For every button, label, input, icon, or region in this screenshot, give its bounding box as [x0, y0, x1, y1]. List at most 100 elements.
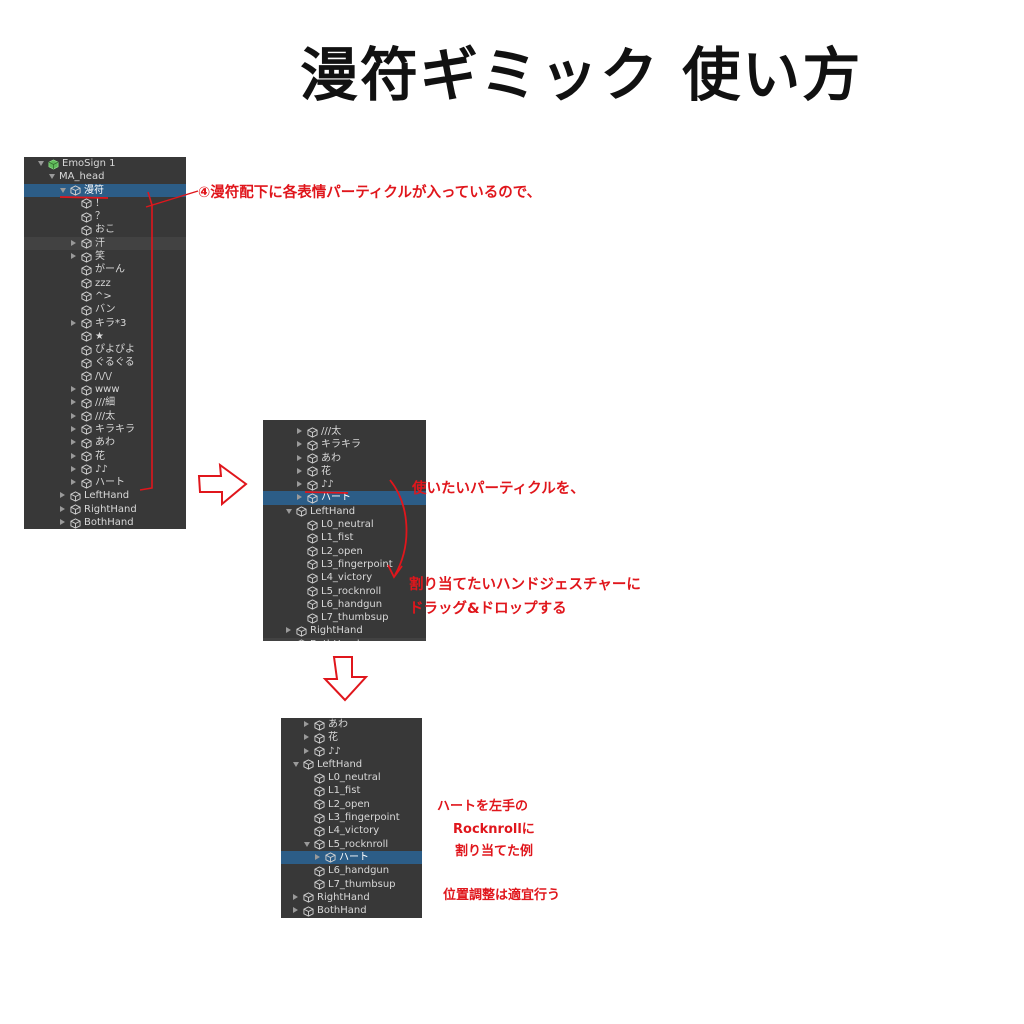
hierarchy-row[interactable]: キラキラ — [24, 423, 186, 436]
hierarchy-row[interactable]: ハート — [281, 850, 422, 865]
hierarchy-row[interactable]: RightHand — [263, 624, 426, 637]
hierarchy-row[interactable]: ^> — [24, 290, 186, 303]
hierarchy-row[interactable]: ♪♪ — [281, 745, 422, 758]
hierarchy-row[interactable]: ハート — [24, 476, 186, 489]
collapse-arrow-icon[interactable] — [315, 853, 320, 860]
hierarchy-row[interactable]: LeftHand — [24, 489, 186, 502]
hierarchy-row[interactable]: 漫符 — [24, 183, 186, 197]
hierarchy-row[interactable]: おこ — [24, 223, 186, 236]
hierarchy-row[interactable]: MA_head — [24, 170, 186, 183]
collapse-arrow-icon[interactable] — [297, 428, 302, 434]
collapse-arrow-icon[interactable] — [297, 454, 302, 461]
hierarchy-row[interactable]: L2_open — [281, 798, 422, 811]
hierarchy-row[interactable]: L2_open — [263, 545, 426, 558]
hierarchy-row[interactable]: ///細 — [24, 396, 186, 409]
hierarchy-row[interactable]: キラキラ — [263, 438, 426, 451]
hierarchy-row[interactable]: ！ — [24, 197, 186, 210]
hierarchy-row[interactable]: あわ — [281, 718, 422, 731]
collapse-arrow-icon[interactable] — [71, 479, 76, 486]
hierarchy-row[interactable]: ★ — [24, 330, 186, 343]
collapse-arrow-icon[interactable] — [297, 441, 302, 448]
hierarchy-row[interactable]: L4_victory — [281, 824, 422, 837]
expand-arrow-icon[interactable] — [49, 174, 55, 180]
collapse-arrow-icon[interactable] — [71, 253, 76, 260]
hierarchy-row[interactable]: ♪♪ — [24, 463, 186, 476]
collapse-arrow-icon[interactable] — [71, 399, 76, 406]
hierarchy-row[interactable]: L1_fist — [281, 784, 422, 797]
collapse-arrow-icon[interactable] — [71, 439, 76, 446]
hierarchy-row[interactable]: BothHand — [281, 904, 422, 917]
hierarchy-row[interactable]: /\/\/ — [24, 370, 186, 383]
hierarchy-row[interactable]: L3_fingerpoint — [263, 558, 426, 571]
hierarchy-row[interactable]: L3_fingerpoint — [281, 811, 422, 824]
expand-arrow-icon[interactable] — [60, 187, 66, 193]
expand-arrow-icon[interactable] — [293, 761, 299, 767]
hierarchy-row[interactable]: L0_neutral — [263, 518, 426, 531]
collapse-arrow-icon[interactable] — [304, 747, 309, 754]
hierarchy-row[interactable]: EmoSign 1 — [24, 157, 186, 170]
expand-arrow-icon[interactable] — [304, 841, 310, 847]
expand-arrow-icon[interactable] — [38, 161, 44, 166]
gameobject-cube-icon — [307, 559, 318, 571]
hierarchy-row[interactable]: L1_fist — [263, 531, 426, 544]
hierarchy-row[interactable]: キラ*3 — [24, 317, 186, 330]
hierarchy-row[interactable]: ？ — [24, 210, 186, 223]
hierarchy-row[interactable]: LeftHand — [263, 505, 426, 518]
hierarchy-row[interactable]: L6_handgun — [281, 864, 422, 877]
collapse-arrow-icon[interactable] — [71, 452, 76, 459]
hierarchy-row[interactable]: L5_rocknroll — [281, 838, 422, 851]
hierarchy-row[interactable]: ///太 — [24, 410, 186, 423]
hierarchy-row-label: ？ — [95, 211, 105, 223]
collapse-arrow-icon[interactable] — [304, 734, 309, 741]
hierarchy-row[interactable]: ぐるぐる — [24, 356, 186, 369]
hierarchy-row[interactable]: RightHand — [281, 891, 422, 904]
hierarchy-row[interactable]: がーん — [24, 263, 186, 276]
collapse-arrow-icon[interactable] — [71, 319, 76, 326]
hierarchy-row[interactable]: あわ — [263, 452, 426, 465]
collapse-arrow-icon[interactable] — [71, 425, 76, 432]
hierarchy-row[interactable]: 汗 — [24, 236, 186, 251]
hierarchy-row[interactable]: バン — [24, 303, 186, 316]
hierarchy-row[interactable]: L7_thumbsup — [281, 878, 422, 891]
hierarchy-row[interactable]: LeftHand — [281, 758, 422, 771]
collapse-arrow-icon[interactable] — [286, 627, 291, 634]
hierarchy-row[interactable]: あわ — [24, 436, 186, 449]
collapse-arrow-icon[interactable] — [71, 412, 76, 419]
hierarchy-row[interactable]: ///太 — [263, 425, 426, 438]
hierarchy-row[interactable]: 花 — [263, 465, 426, 478]
collapse-arrow-icon[interactable] — [60, 519, 65, 526]
collapse-arrow-icon[interactable] — [297, 467, 302, 474]
hierarchy-row[interactable]: BothHand — [263, 637, 426, 641]
collapse-arrow-icon[interactable] — [297, 494, 302, 501]
hierarchy-row[interactable]: 笑 — [24, 250, 186, 263]
hierarchy-row[interactable]: L5_rocknroll — [263, 585, 426, 598]
collapse-arrow-icon[interactable] — [60, 492, 65, 499]
hierarchy-row[interactable]: L6_handgun — [263, 598, 426, 611]
collapse-arrow-icon[interactable] — [60, 505, 65, 512]
collapse-arrow-icon[interactable] — [297, 481, 302, 488]
hierarchy-row-label: ///太 — [321, 426, 342, 437]
gameobject-cube-icon — [70, 491, 81, 502]
hierarchy-row[interactable]: www — [24, 383, 186, 396]
hierarchy-row[interactable]: ぴよぴよ — [24, 343, 186, 356]
collapse-arrow-icon[interactable] — [293, 893, 298, 900]
hierarchy-row[interactable]: BothHand — [24, 516, 186, 529]
hierarchy-row[interactable]: zzz — [24, 277, 186, 290]
expand-arrow-icon[interactable] — [286, 508, 292, 514]
collapse-arrow-icon[interactable] — [71, 386, 76, 393]
hierarchy-row[interactable]: 花 — [24, 450, 186, 463]
collapse-arrow-icon[interactable] — [71, 465, 76, 472]
collapse-arrow-icon[interactable] — [71, 239, 76, 246]
hierarchy-row[interactable]: L4_victory — [263, 571, 426, 584]
hierarchy-row[interactable]: L0_neutral — [281, 771, 422, 784]
hierarchy-row[interactable]: 花 — [281, 731, 422, 744]
hierarchy-row[interactable]: ハート — [263, 491, 426, 505]
hierarchy-row[interactable]: L7_thumbsup — [263, 611, 426, 624]
hierarchy-row[interactable]: RightHand — [24, 503, 186, 516]
collapse-arrow-icon[interactable] — [304, 721, 309, 727]
hierarchy-row[interactable]: ♪♪ — [263, 478, 426, 491]
collapse-arrow-icon[interactable] — [293, 907, 298, 914]
